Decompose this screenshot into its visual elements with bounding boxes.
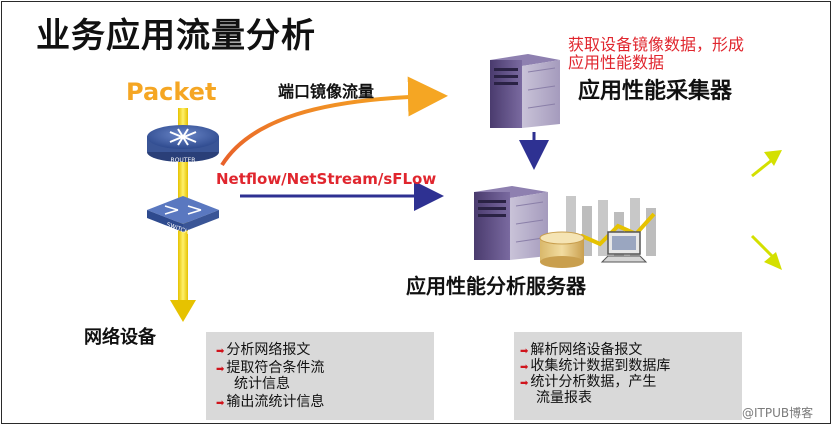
collector-server-icon	[490, 54, 560, 128]
analysis-server-title: 应用性能分析服务器	[406, 274, 586, 298]
bullet-arrow-icon: ➡	[520, 362, 529, 373]
network-device-title: 网络设备	[84, 327, 156, 348]
computer-icon	[600, 231, 648, 263]
output-arrow-up	[751, 150, 782, 178]
switch-icon: SWITCH	[147, 196, 219, 236]
packet-label: Packet	[126, 78, 217, 106]
function-item-continued: 统计信息	[234, 376, 290, 392]
function-item: ➡分析网络报文	[216, 342, 311, 358]
page-title: 业务应用流量分析	[36, 16, 316, 56]
output-arrow-down	[750, 234, 782, 270]
function-item: ➡提取符合条件流	[216, 360, 325, 376]
netflow-protocol-label: Netflow/NetStream/sFLow	[216, 170, 437, 188]
function-item-continued: 流量报表	[536, 390, 592, 406]
bullet-arrow-icon: ➡	[216, 346, 225, 357]
collector-description: 获取设备镜像数据，形成 应用性能数据	[568, 36, 744, 72]
watermark: @ITPUB博客	[742, 406, 814, 420]
function-item: ➡收集统计数据到数据库	[520, 358, 671, 374]
collector-desc-line1: 获取设备镜像数据，形成	[568, 35, 745, 54]
network-device-function-box: ➡分析网络报文 ➡提取符合条件流 统计信息 ➡输出流统计信息	[206, 332, 434, 420]
bullet-arrow-icon: ➡	[520, 346, 529, 357]
mirror-traffic-label: 端口镜像流量	[278, 82, 375, 101]
function-item: ➡统计分析数据，产生	[520, 374, 657, 390]
bullet-arrow-icon: ➡	[216, 398, 225, 409]
router-caption: ROUTER	[171, 157, 196, 164]
router-icon: ROUTER	[147, 125, 219, 164]
bullet-arrow-icon: ➡	[216, 364, 225, 375]
analysis-server-icon	[474, 186, 548, 260]
function-item: ➡输出流统计信息	[216, 394, 325, 410]
bullet-arrow-icon: ➡	[520, 378, 529, 389]
function-item: ➡解析网络设备报文	[520, 342, 643, 358]
collector-desc-line2: 应用性能数据	[568, 53, 665, 72]
analysis-server-function-box: ➡解析网络设备报文 ➡收集统计数据到数据库 ➡统计分析数据，产生 流量报表	[514, 332, 742, 420]
database-icon	[539, 231, 585, 268]
mirror-flow-arrow	[220, 76, 448, 167]
collector-title: 应用性能采集器	[578, 79, 733, 104]
